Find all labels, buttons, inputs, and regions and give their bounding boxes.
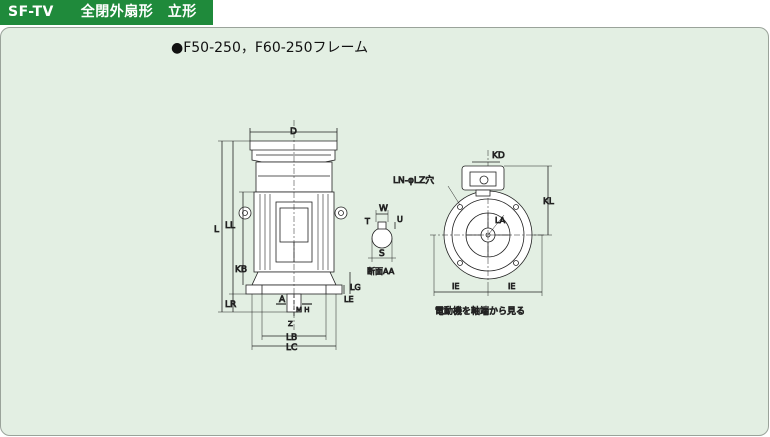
series-name: SF-TV xyxy=(8,4,54,20)
label-u: U xyxy=(397,215,403,224)
label-ll: LL xyxy=(225,221,235,231)
label-lb: LB xyxy=(286,333,297,343)
label-lr: LR xyxy=(225,300,236,310)
section-aa xyxy=(368,210,396,262)
label-a: A xyxy=(279,295,286,305)
label-kl: KL xyxy=(543,197,554,207)
series-title: 全閉外扇形 立形 xyxy=(80,4,197,20)
frame-title-text: F50-250，F60-250フレーム xyxy=(183,40,369,56)
label-lg: LG xyxy=(350,283,361,292)
label-s: S xyxy=(379,249,385,259)
bullet-icon: ● xyxy=(171,40,184,56)
label-mh: M H xyxy=(296,306,310,314)
label-l: L xyxy=(214,225,219,235)
frame-title: ●F50-250，F60-250フレーム xyxy=(171,37,368,57)
label-ie-right: IE xyxy=(508,282,515,291)
label-lc: LC xyxy=(286,343,297,353)
label-z: Z xyxy=(288,320,293,328)
side-view xyxy=(218,120,351,350)
label-ln: LN-φLZ穴 xyxy=(393,174,434,186)
header-tab: SF-TV 全閉外扇形 立形 xyxy=(0,0,213,25)
label-la: LA xyxy=(495,216,506,225)
label-le: LE xyxy=(344,295,354,304)
label-w: W xyxy=(379,204,388,214)
label-t: T xyxy=(364,217,370,226)
label-kd: KD xyxy=(492,151,505,161)
label-section: 断面AA xyxy=(367,266,395,276)
label-d: D xyxy=(290,127,297,137)
label-ie-left: IE xyxy=(452,282,459,291)
end-view xyxy=(430,150,552,296)
caption-end-view: 電動機を軸端から見る xyxy=(435,305,525,317)
label-kb: KB xyxy=(235,265,247,275)
